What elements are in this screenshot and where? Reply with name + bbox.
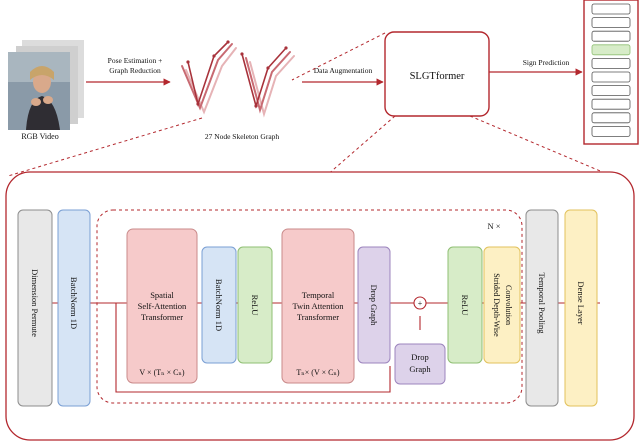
dimension-permute-label: Dimension Permute xyxy=(30,269,40,337)
temporal-pooling-label: Temporal Pooling xyxy=(537,272,547,334)
residual-connection xyxy=(115,303,421,393)
strided-conv-block xyxy=(483,246,521,364)
strided-conv-line1: Strided Depth-Wise xyxy=(492,273,501,337)
strided-conv-line2: Convolution xyxy=(504,285,513,325)
batchnorm-inner-block xyxy=(201,246,237,364)
skeleton-graph-drawing xyxy=(181,40,295,118)
residual-add-symbol: + xyxy=(418,299,423,308)
drop-graph-2-line2: Graph xyxy=(409,364,431,374)
temporal-transformer-block xyxy=(281,228,355,384)
spatial-transformer-line3: Transformer xyxy=(141,312,183,322)
prediction-slot xyxy=(591,112,631,124)
temporal-transformer-line3: Transformer xyxy=(297,312,339,322)
spatial-transformer-block xyxy=(126,228,198,384)
temporal-transformer-shape: Tₙ× (V × Cₙ) xyxy=(296,368,339,377)
drop-graph-2-block xyxy=(394,343,446,385)
residual-add-node xyxy=(413,296,427,310)
pose-estimation-label-line2: Graph Reduction xyxy=(109,66,161,75)
dense-layer-block xyxy=(564,209,598,407)
drop-graph-1-label: Drop Graph xyxy=(369,285,379,327)
pose-estimation-label-line1: Pose Estimation + xyxy=(108,56,163,65)
zoom-lines xyxy=(7,32,613,177)
prediction-slot-highlighted xyxy=(591,44,631,56)
relu-2-label: ReLU xyxy=(460,295,470,316)
rgb-video-label: RGB Video xyxy=(21,132,58,141)
drop-graph-2-line1: Drop xyxy=(411,352,428,362)
batchnorm-outer-block xyxy=(57,209,91,407)
slgtformer-label: SLGTformer xyxy=(410,71,465,82)
repeat-block-outline xyxy=(96,209,523,404)
spatial-transformer-line1: Spatial xyxy=(150,290,174,300)
data-augmentation-label: Data Augmentation xyxy=(314,66,373,75)
relu-1-block xyxy=(237,246,273,364)
prediction-slots xyxy=(591,3,631,137)
batchnorm-inner-label: BatchNorm 1D xyxy=(214,279,224,331)
temporal-transformer-line1: Temporal xyxy=(302,290,335,300)
slgtformer-box xyxy=(384,31,490,117)
rgb-video-thumbnail xyxy=(8,40,84,130)
temporal-transformer-line2: Twin Attention xyxy=(292,301,344,311)
sign-prediction-label: Sign Prediction xyxy=(523,58,570,67)
prediction-slot xyxy=(591,58,631,69)
relu-2-block xyxy=(447,246,483,364)
prediction-slot xyxy=(591,17,631,29)
relu-1-label: ReLU xyxy=(250,295,260,316)
dense-layer-label: Dense Layer xyxy=(576,281,586,324)
prediction-slot xyxy=(591,98,631,110)
prediction-slot xyxy=(591,71,631,83)
batchnorm-outer-label: BatchNorm 1D xyxy=(69,277,79,329)
spatial-transformer-shape: V × (Tₙ × Cₙ) xyxy=(139,368,184,377)
spatial-transformer-line2: Self-Attention xyxy=(138,301,187,311)
dimension-permute-block xyxy=(17,209,53,407)
prediction-slot xyxy=(591,30,631,42)
repeat-count-label: N × xyxy=(487,221,500,231)
prediction-slot xyxy=(591,126,631,137)
skeleton-graph-label: 27 Node Skeleton Graph xyxy=(205,132,280,141)
prediction-slot xyxy=(591,85,631,96)
prediction-slot xyxy=(591,3,631,15)
temporal-pooling-block xyxy=(525,209,559,407)
drop-graph-1-block xyxy=(357,246,391,364)
